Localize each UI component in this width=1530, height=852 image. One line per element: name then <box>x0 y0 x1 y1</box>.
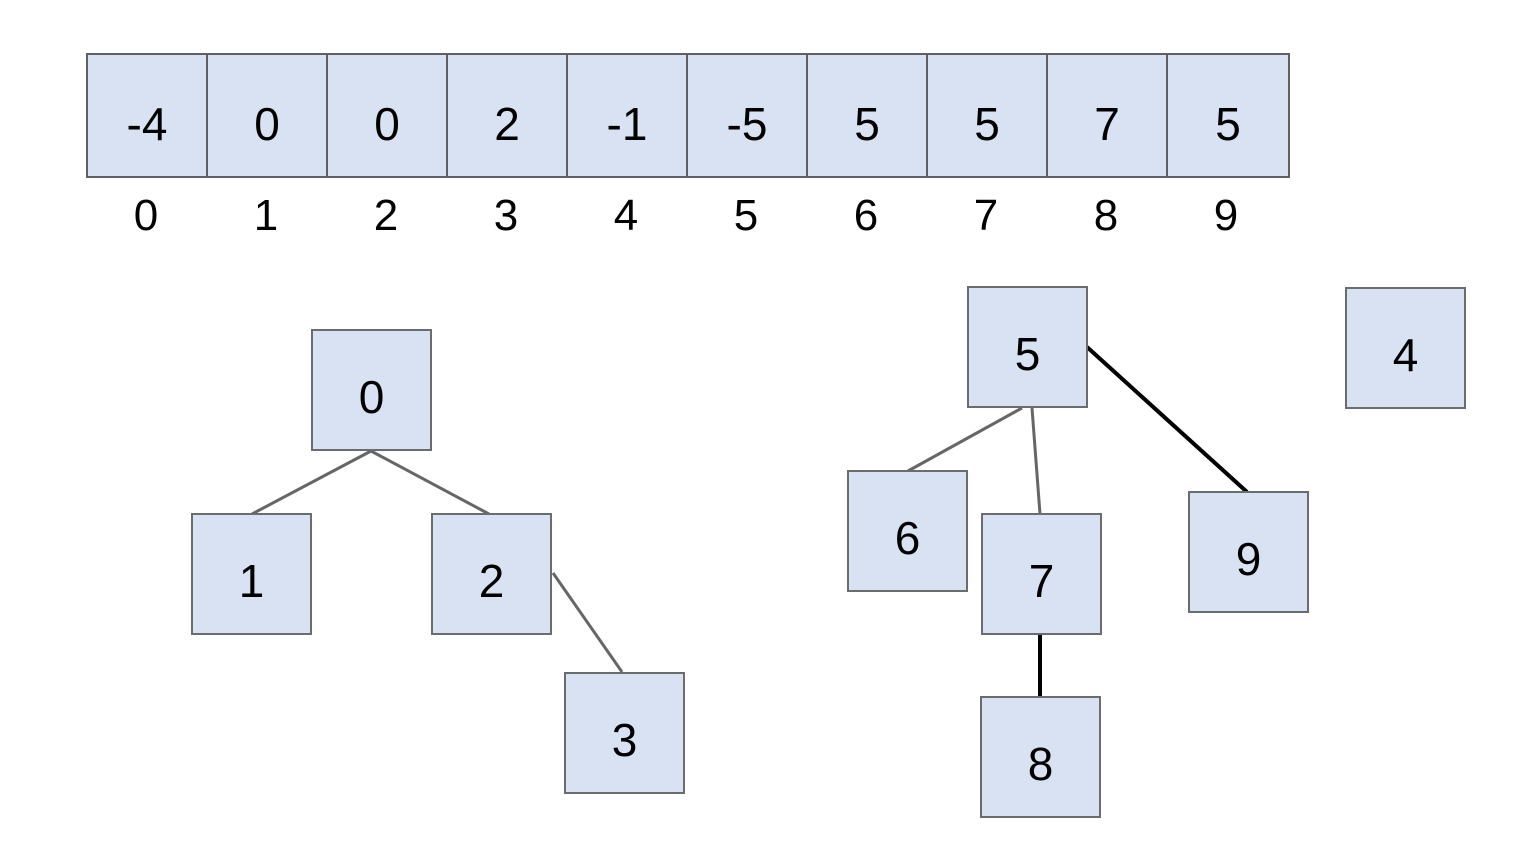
edge-5-7 <box>1030 407 1042 515</box>
tree-node-3: 3 <box>564 672 685 794</box>
edge-2-3 <box>551 572 624 673</box>
array-cell-7: 5 <box>928 55 1048 176</box>
array-row: -4 0 0 2 -1 -5 5 5 7 5 <box>86 53 1290 178</box>
array-cell-8: 7 <box>1048 55 1168 176</box>
tree-node-9: 9 <box>1188 491 1309 613</box>
array-index-1: 1 <box>253 191 279 240</box>
array-index-8: 8 <box>1093 191 1119 240</box>
array-cell-9: 5 <box>1168 55 1288 176</box>
tree-node-5: 5 <box>967 286 1088 408</box>
array-cell-6: 5 <box>808 55 928 176</box>
array-cell-5: -5 <box>688 55 808 176</box>
array-index-5: 5 <box>733 191 759 240</box>
tree-node-6: 6 <box>847 470 968 592</box>
tree-node-2: 2 <box>431 513 552 635</box>
array-cell-3: 2 <box>448 55 568 176</box>
tree-node-7: 7 <box>981 513 1102 635</box>
array-cell-4: -1 <box>568 55 688 176</box>
edge-0-1 <box>251 449 372 516</box>
tree-node-0: 0 <box>311 329 432 451</box>
array-index-0: 0 <box>133 191 159 240</box>
array-index-9: 9 <box>1213 191 1239 240</box>
edge-0-2 <box>370 449 490 516</box>
array-index-3: 3 <box>493 191 519 240</box>
array-index-4: 4 <box>613 191 639 240</box>
array-index-7: 7 <box>973 191 999 240</box>
array-cell-1: 0 <box>208 55 328 176</box>
tree-node-4: 4 <box>1345 287 1466 409</box>
edge-5-6 <box>907 406 1023 473</box>
tree-node-1: 1 <box>191 513 312 635</box>
array-cell-0: -4 <box>88 55 208 176</box>
array-cell-2: 0 <box>328 55 448 176</box>
tree-node-8: 8 <box>980 696 1101 818</box>
array-index-2: 2 <box>373 191 399 240</box>
array-index-6: 6 <box>853 191 879 240</box>
edge-5-9 <box>1085 345 1249 494</box>
index-row: 0 1 2 3 4 5 6 7 8 9 <box>86 190 1286 242</box>
